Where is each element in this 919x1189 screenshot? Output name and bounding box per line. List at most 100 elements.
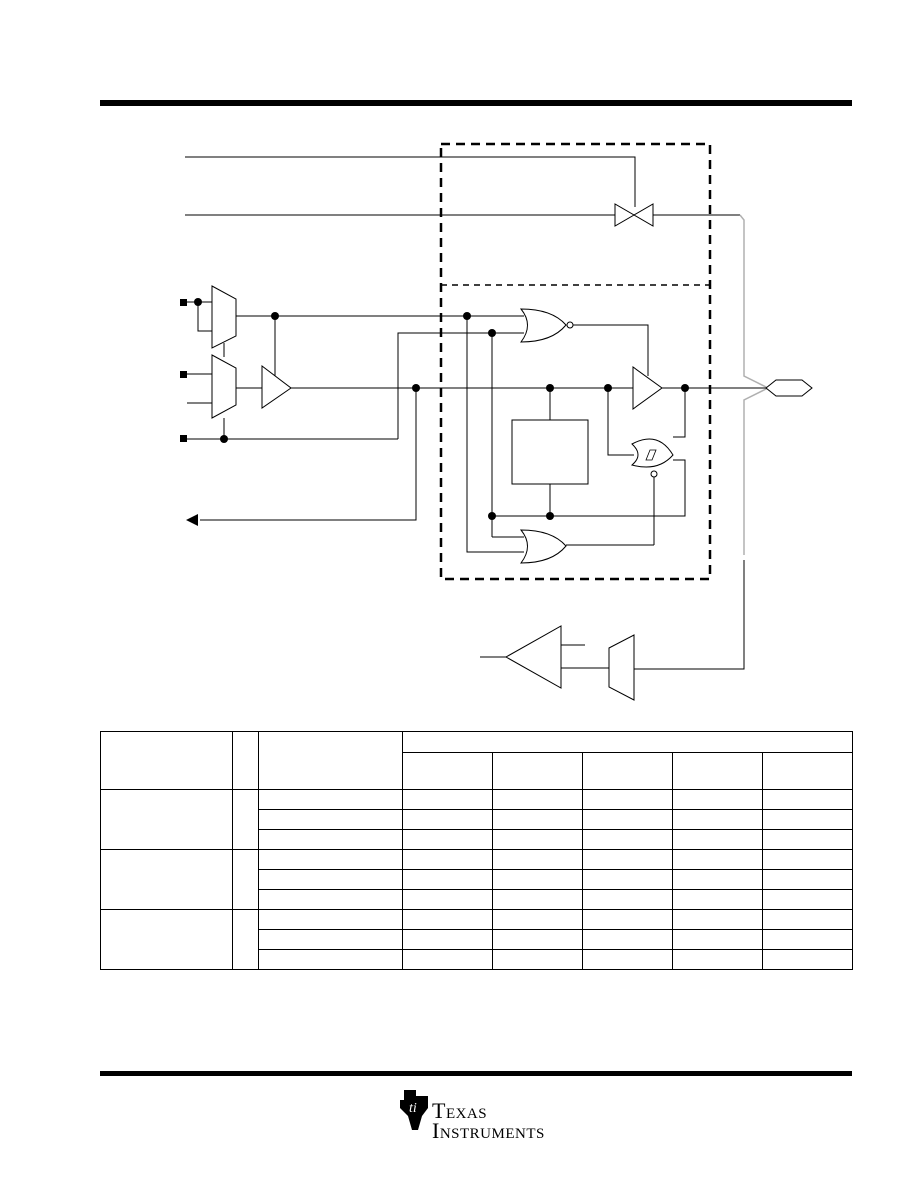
table-row (101, 869, 854, 890)
table-cell (492, 889, 583, 910)
logic-block (511, 419, 589, 485)
table-cell (582, 829, 673, 850)
table-cell (672, 889, 763, 910)
table-cell (582, 949, 673, 970)
table-cell (402, 909, 493, 930)
table-cell (492, 909, 583, 930)
table-cell (258, 731, 403, 790)
table-cell (402, 789, 493, 810)
table-cell (258, 889, 403, 910)
table-row (100, 789, 854, 850)
table-cell (258, 869, 403, 890)
table-cell (402, 849, 493, 870)
table-cell (492, 929, 583, 950)
table-cell (258, 789, 403, 810)
table-cell (672, 829, 763, 850)
table-row (101, 809, 854, 830)
table-cell (761, 889, 854, 910)
logo-text-instruments: Instruments (432, 1118, 545, 1143)
io-cell-schematic (180, 142, 813, 701)
table-cell (258, 949, 403, 970)
table-cell (761, 849, 854, 870)
output-arrow-icon (186, 514, 198, 526)
table-row (100, 849, 854, 910)
table-cell (492, 789, 583, 810)
table-cell (258, 809, 403, 830)
table-cell (258, 849, 403, 870)
table-cell (402, 929, 493, 950)
table-cell (402, 949, 493, 970)
table-cell (492, 949, 583, 970)
top-rule (100, 100, 852, 106)
pad-icon (765, 379, 813, 397)
input-amp-icon (504, 625, 562, 689)
table-cell (582, 929, 673, 950)
ti-logo: ti Texas Instruments (396, 1084, 556, 1144)
table-cell (672, 869, 763, 890)
table-cell (582, 789, 673, 810)
table-cell (402, 752, 493, 790)
table-cell (492, 829, 583, 850)
table-cell (672, 789, 763, 810)
pin-square-1 (180, 299, 187, 306)
schmitt-input-icon (630, 438, 674, 468)
table-cell (232, 909, 259, 970)
top-line-1 (185, 156, 636, 207)
table-cell (232, 789, 259, 850)
table-row (100, 731, 854, 790)
output-buffer-icon (632, 366, 663, 410)
table-cell (761, 929, 854, 950)
pad-bus-lower (743, 387, 769, 555)
transmission-gate-icon (614, 203, 635, 227)
input-mux-icon (608, 634, 635, 701)
table-cell (672, 949, 763, 970)
table-cell (492, 752, 583, 790)
spec-table (100, 731, 854, 970)
table-cell (492, 869, 583, 890)
table-cell (761, 829, 854, 850)
table-cell (582, 809, 673, 830)
pad-bus (739, 214, 769, 389)
logo-text-texas: Texas (432, 1098, 488, 1123)
or-gate-bottom-icon (519, 529, 567, 564)
table-cell (100, 849, 233, 910)
table-cell (232, 731, 259, 790)
table-cell (100, 909, 233, 970)
table-row (100, 909, 854, 970)
buffer-1-icon (261, 364, 292, 409)
table-cell (672, 809, 763, 830)
table-cell (402, 869, 493, 890)
table-cell (672, 849, 763, 870)
table-cell (582, 909, 673, 930)
table-cell (582, 849, 673, 870)
table-cell (582, 752, 673, 790)
table-cell (761, 752, 854, 790)
table-cell (232, 849, 259, 910)
table-cell (402, 889, 493, 910)
table-cell (402, 809, 493, 830)
pin-square-3 (180, 435, 187, 442)
table-cell (761, 949, 854, 970)
table-cell (582, 889, 673, 910)
table-cell (672, 909, 763, 930)
table-row (101, 949, 854, 970)
mux-1-icon (211, 285, 237, 349)
pad-return (634, 560, 745, 670)
mux-2-icon (211, 354, 237, 419)
table-cell (402, 829, 493, 850)
bottom-rule (100, 1071, 852, 1076)
table-cell (492, 809, 583, 830)
or-gate-top-icon (519, 308, 567, 343)
pin-square-2 (180, 371, 187, 378)
table-cell (672, 929, 763, 950)
table-cell (761, 809, 854, 830)
outer-dashed-box (439, 142, 712, 581)
ti-state-icon: ti (400, 1090, 428, 1130)
table-cell (761, 909, 854, 930)
table-cell (258, 929, 403, 950)
table-cell (258, 829, 403, 850)
table-cell (672, 752, 763, 790)
table-cell (582, 869, 673, 890)
transmission-gate-icon-b (633, 203, 654, 227)
table-cell (258, 909, 403, 930)
